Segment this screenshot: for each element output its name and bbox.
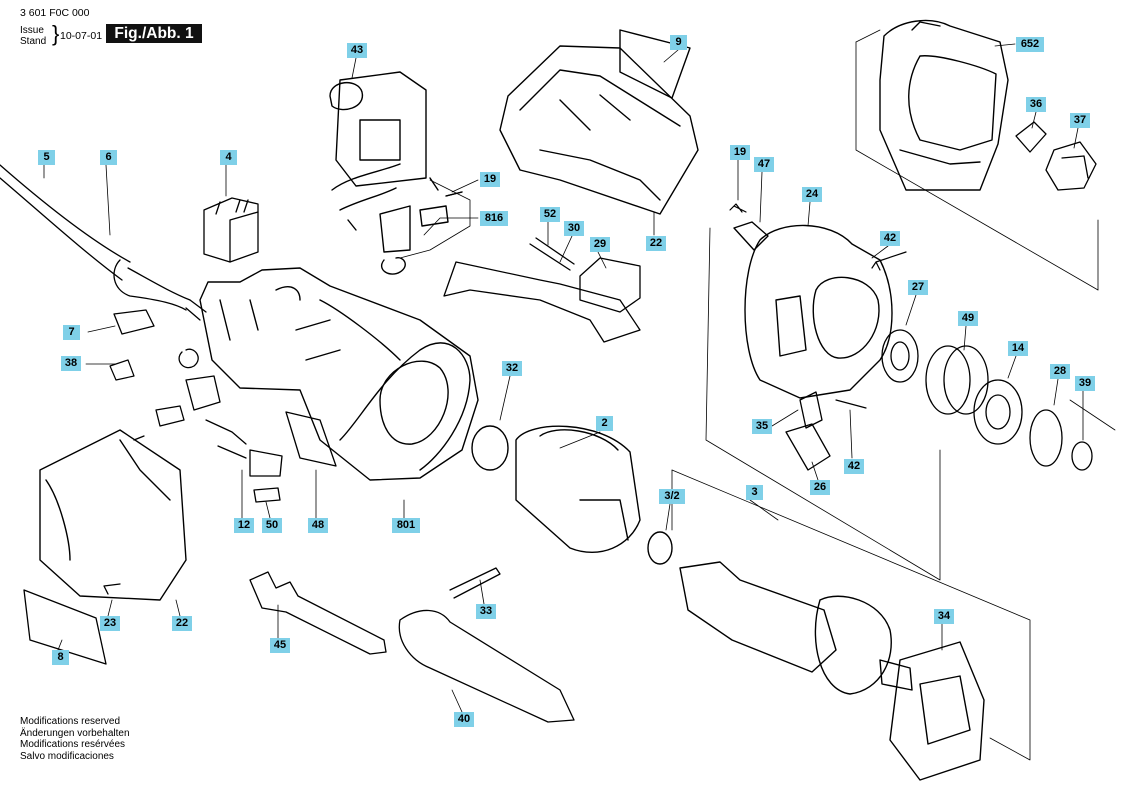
part-label-5: 5 — [38, 150, 55, 165]
part-label-40: 40 — [454, 712, 474, 727]
footer-notice: Modifications reserved Änderungen vorbeh… — [20, 716, 130, 762]
cable-part — [0, 164, 207, 321]
stand-label: Stand — [20, 36, 47, 47]
part-label-3: 3 — [746, 485, 763, 500]
part-label-2: 2 — [596, 416, 613, 431]
part-label-6: 6 — [100, 150, 117, 165]
part-label-43: 43 — [347, 43, 367, 58]
stator-part — [471, 425, 641, 553]
leader-lines — [43, 43, 1084, 713]
fan-guard-part — [889, 641, 985, 781]
part-label-26: 26 — [810, 480, 830, 495]
part-label-7: 7 — [63, 325, 80, 340]
gear-head-part — [733, 221, 893, 399]
footer-line-fr: Modifications resérvées — [20, 739, 126, 750]
part-label-36: 36 — [1026, 97, 1046, 112]
part-label-47: 47 — [754, 157, 774, 172]
part-label-816: 816 — [480, 211, 508, 226]
part-label-801: 801 — [392, 518, 420, 533]
issue-date: 10-07-01 — [60, 30, 103, 42]
part-label-30: 30 — [564, 221, 584, 236]
part-label-22-bottom: 22 — [172, 616, 192, 631]
switch-box-part — [329, 71, 463, 275]
part-label-37: 37 — [1070, 113, 1090, 128]
motor-housing-part — [199, 267, 479, 481]
lever-parts — [443, 237, 641, 343]
screw-parts — [109, 191, 907, 409]
part-label-22-top: 22 — [646, 236, 666, 251]
part-label-38: 38 — [61, 356, 81, 371]
footer-line-en: Modifications reserved — [20, 716, 121, 727]
part-label-4: 4 — [220, 150, 237, 165]
part-label-14: 14 — [1008, 341, 1028, 356]
part-label-49: 49 — [958, 311, 978, 326]
document-number: 3 601 F0C 000 — [20, 7, 90, 19]
part-label-32: 32 — [502, 361, 522, 376]
part-label-34: 34 — [934, 609, 954, 624]
handle-shell-part — [39, 429, 187, 601]
part-label-9: 9 — [670, 35, 687, 50]
terminal-block-part — [203, 197, 259, 263]
part-label-12: 12 — [234, 518, 254, 533]
part-label-39: 39 — [1075, 376, 1095, 391]
part-label-29: 29 — [590, 237, 610, 252]
part-label-48: 48 — [308, 518, 328, 533]
part-label-19-top: 19 — [480, 172, 500, 187]
part-label-652: 652 — [1016, 37, 1044, 52]
armature-part — [647, 531, 913, 695]
part-label-35: 35 — [752, 419, 772, 434]
hand-guard-cover-part — [879, 19, 1009, 191]
part-label-45: 45 — [270, 638, 290, 653]
handle-cover-top-part — [499, 29, 699, 215]
issue-stand-label: Issue Stand — [20, 25, 46, 47]
footer-line-de: Änderungen vorbehalten — [20, 727, 130, 739]
part-label-42-bottom: 42 — [844, 459, 864, 474]
small-screw-part — [729, 203, 747, 213]
part-label-42-top: 42 — [880, 231, 900, 246]
part-label-24: 24 — [802, 187, 822, 202]
brush-spring-parts — [113, 309, 831, 503]
wrench-and-flange-parts — [103, 567, 575, 723]
part-label-52: 52 — [540, 207, 560, 222]
issue-label: Issue — [20, 25, 44, 36]
bearing-ring-parts — [881, 329, 1093, 471]
group-frames — [399, 29, 1116, 761]
part-label-23: 23 — [100, 616, 120, 631]
part-label-50: 50 — [262, 518, 282, 533]
part-label-19-right: 19 — [730, 145, 750, 160]
part-label-27: 27 — [908, 280, 928, 295]
insulation-plate-parts — [23, 411, 337, 665]
collet-nut-parts — [1015, 121, 1097, 191]
figure-label: Fig./Abb. 1 — [106, 24, 202, 43]
part-label-28: 28 — [1050, 364, 1070, 379]
footer-line-es: Salvo modificaciones — [20, 750, 114, 762]
part-label-3-2: 3/2 — [659, 489, 685, 504]
brace-glyph: } — [52, 21, 60, 46]
part-label-33: 33 — [476, 604, 496, 619]
part-label-8: 8 — [52, 650, 69, 665]
